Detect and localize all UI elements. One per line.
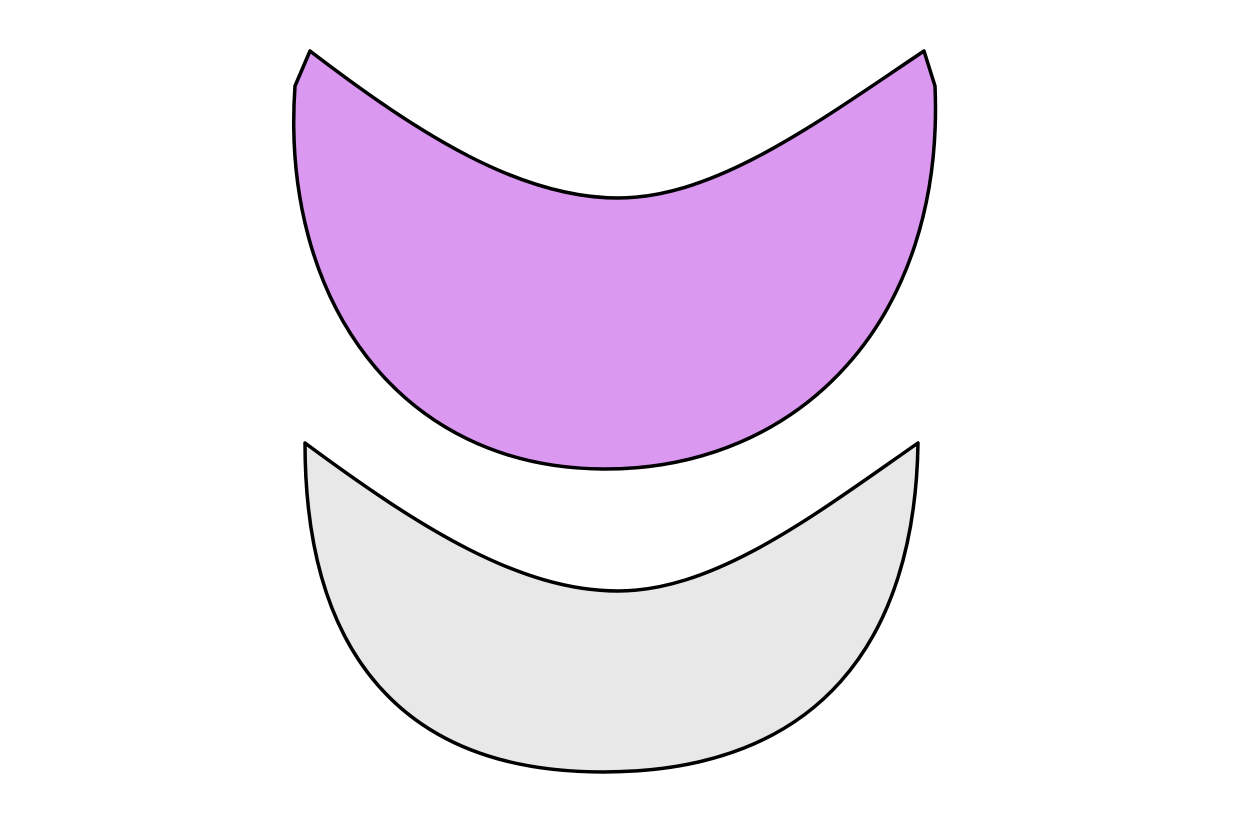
upper-crescent-shape <box>292 49 938 471</box>
lower-crescent-shape <box>303 441 920 774</box>
